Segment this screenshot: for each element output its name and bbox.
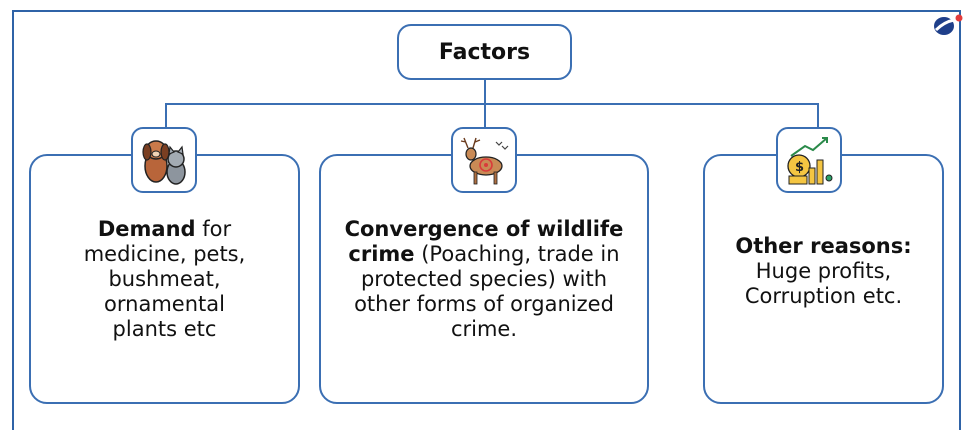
money-growth-icon: $ [787,137,833,185]
demand-bold: Demand [97,216,196,241]
connector-middle [484,103,486,127]
other-reasons-text: Huge profits, Corruption etc. [744,259,903,308]
outer-frame [12,10,961,430]
pets-icon [142,140,186,185]
pets-icon-box [131,127,197,193]
convergence-text: (Poaching, trade in protected species) w… [354,241,620,341]
connector-horizontal [165,103,819,105]
connector-right [817,103,819,127]
other-reasons-bold: Other reasons: [735,234,912,258]
brand-logo-icon [934,14,963,35]
connector-left [165,103,167,127]
deer-target-icon [460,137,509,185]
demand-box: Demand for medicine, pets, bushmeat, orn… [29,154,300,404]
factors-title-box: Factors [397,24,572,80]
factors-title: Factors [438,39,531,65]
convergence-box: Convergence of wildlife crime (Poaching,… [319,154,649,404]
deer-icon-box [451,127,517,193]
connector-vertical-top [484,80,486,104]
money-icon-box: $ [776,127,842,193]
svg-text:$: $ [795,160,804,175]
demand-text: for medicine, pets, bushmeat, ornamental… [83,216,246,341]
convergence-bold: Convergence of wildlife crime [344,216,624,266]
